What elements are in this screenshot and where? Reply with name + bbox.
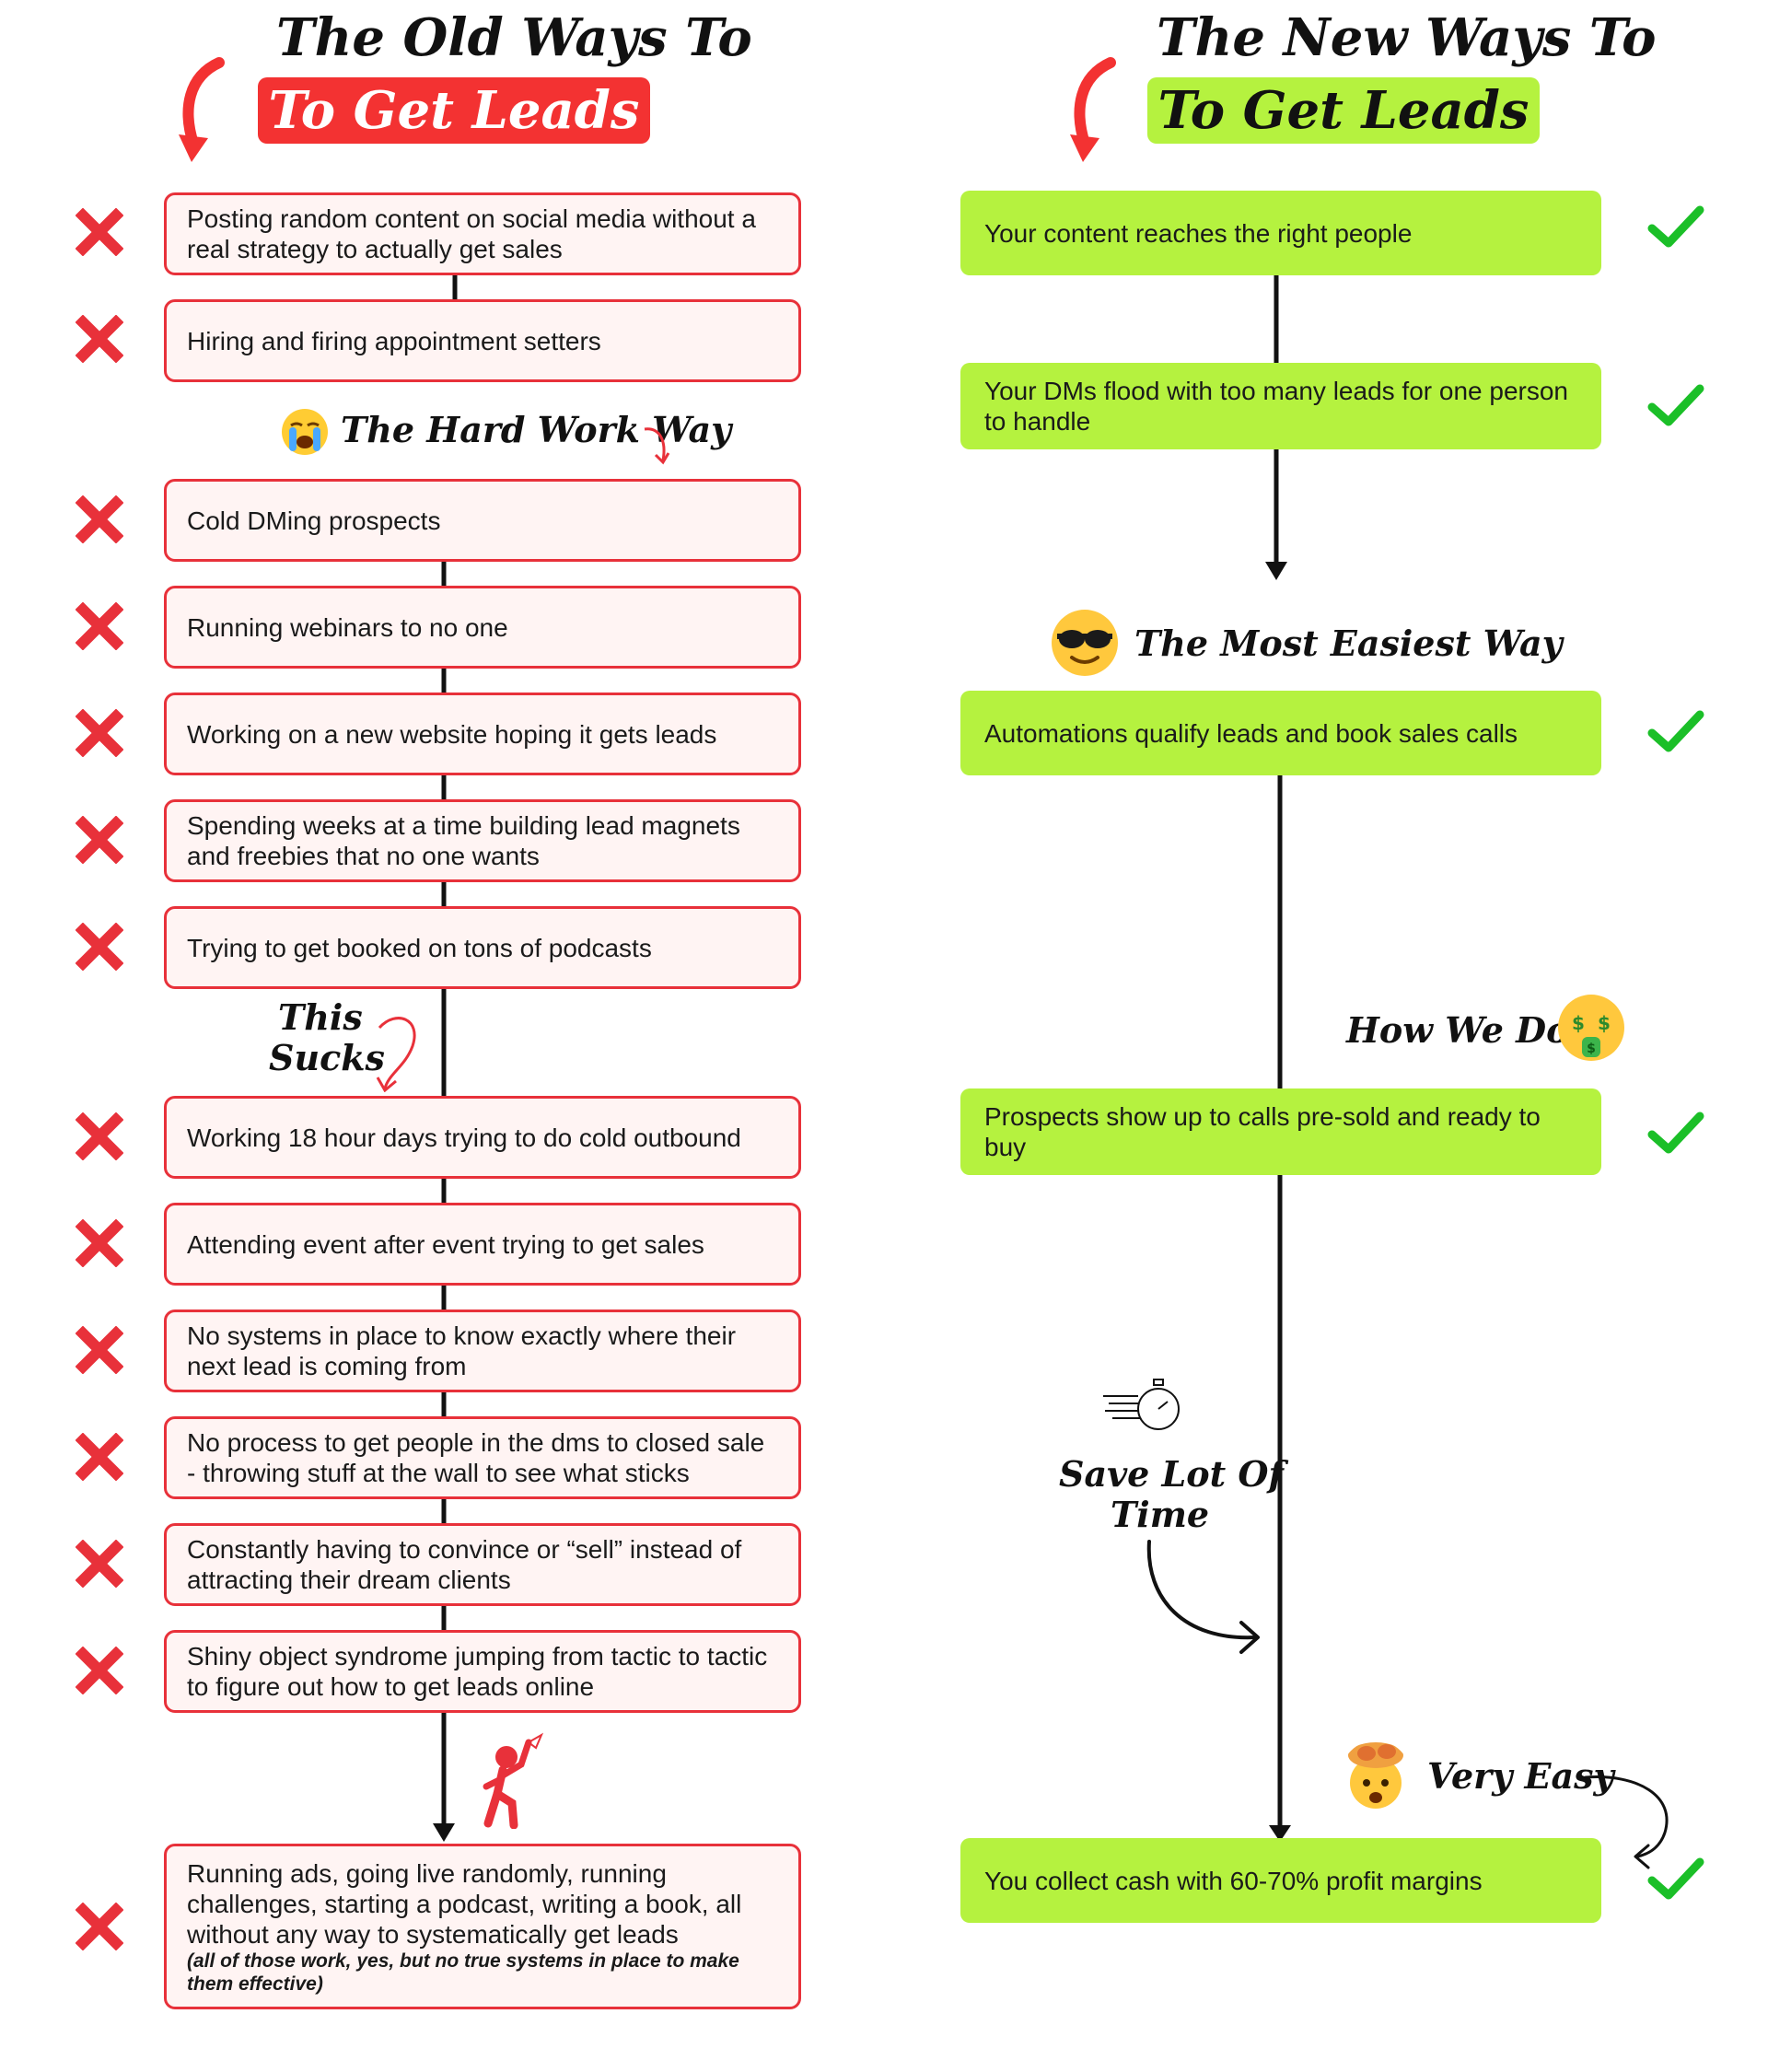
curved-arrow-icon xyxy=(1584,1775,1669,1869)
svg-text:$: $ xyxy=(1572,1012,1585,1034)
red-x-icon xyxy=(76,709,123,757)
old-item: Working 18 hour days trying to do cold o… xyxy=(164,1096,801,1179)
this-sucks-label-1: This xyxy=(278,996,363,1038)
red-x-icon xyxy=(76,1219,123,1267)
new-item: Your DMs flood with too many leads for o… xyxy=(960,363,1601,449)
green-check-icon xyxy=(1646,381,1705,429)
new-title-line2: To Get Leads xyxy=(1157,80,1530,141)
red-x-icon xyxy=(76,1647,123,1694)
old-title-pill: To Get Leads xyxy=(258,77,650,144)
red-x-icon xyxy=(76,495,123,543)
old-item-text: Running ads, going live randomly, runnin… xyxy=(187,1858,742,1949)
stopwatch-icon xyxy=(1103,1379,1180,1430)
red-x-icon xyxy=(76,208,123,256)
green-check-icon xyxy=(1646,1109,1705,1157)
old-item: Cold DMing prospects xyxy=(164,479,801,562)
most-easiest-way-label: The Most Easiest Way xyxy=(1134,623,1563,664)
new-item-text: Your DMs flood with too many leads for o… xyxy=(984,377,1568,436)
small-red-arrow-icon xyxy=(644,427,670,465)
money-mouth-face-emoji: $ $ $ xyxy=(1558,995,1624,1061)
green-check-icon xyxy=(1646,203,1705,250)
red-curved-arrow-icon xyxy=(1070,57,1116,162)
old-item: Hiring and firing appointment setters xyxy=(164,299,801,382)
old-item-text: Shiny object syndrome jumping from tacti… xyxy=(187,1642,768,1701)
old-item-note: (all of those work, yes, but no true sys… xyxy=(187,1950,739,1995)
old-item-text: Constantly having to convince or “sell” … xyxy=(187,1535,742,1594)
old-item: Working on a new website hoping it gets … xyxy=(164,693,801,775)
red-x-icon xyxy=(76,1326,123,1374)
old-item: Trying to get booked on tons of podcasts xyxy=(164,906,801,989)
old-item-text: Hiring and firing appointment setters xyxy=(187,326,601,355)
red-loop-arrow-icon xyxy=(376,1017,416,1092)
red-x-icon xyxy=(76,602,123,650)
old-item-text: Cold DMing prospects xyxy=(187,506,441,535)
old-item-text: Running webinars to no one xyxy=(187,612,508,642)
old-item-text: Attending event after event trying to ge… xyxy=(187,1229,704,1259)
old-item: Attending event after event trying to ge… xyxy=(164,1203,801,1286)
red-curved-arrow-icon xyxy=(179,57,225,162)
red-x-icon xyxy=(76,816,123,864)
old-item: No systems in place to know exactly wher… xyxy=(164,1310,801,1392)
crying-face-emoji xyxy=(282,409,328,455)
very-easy-label: Very Easy xyxy=(1427,1755,1614,1797)
old-item-text: Posting random content on social media w… xyxy=(187,204,756,263)
old-title-line1: The Old Ways To xyxy=(276,7,752,68)
green-check-icon xyxy=(1646,707,1705,755)
old-item: Running webinars to no one xyxy=(164,586,801,669)
old-title-line2: To Get Leads xyxy=(268,80,640,141)
hard-work-way-label: The Hard Work Way xyxy=(341,409,732,450)
red-x-icon xyxy=(76,1112,123,1160)
new-title-pill: To Get Leads xyxy=(1147,77,1540,144)
old-item: Running ads, going live randomly, runnin… xyxy=(164,1844,801,2009)
old-item: No process to get people in the dms to c… xyxy=(164,1416,801,1499)
old-item: Spending weeks at a time building lead m… xyxy=(164,799,801,882)
old-item-text: Trying to get booked on tons of podcasts xyxy=(187,933,652,962)
new-item: Prospects show up to calls pre-sold and … xyxy=(960,1088,1601,1175)
new-item: You collect cash with 60-70% profit marg… xyxy=(960,1838,1601,1923)
frustrated-person-icon xyxy=(483,1732,544,1829)
old-item-text: No systems in place to know exactly wher… xyxy=(187,1321,737,1380)
save-lot-of-time-label-2: Time xyxy=(1111,1494,1210,1535)
new-title-line1: The New Ways To xyxy=(1157,7,1657,68)
old-item: Posting random content on social media w… xyxy=(164,192,801,275)
old-item-text: No process to get people in the dms to c… xyxy=(187,1428,765,1487)
exploding-head-emoji xyxy=(1348,1742,1403,1809)
this-sucks-label-2: Sucks xyxy=(269,1037,385,1078)
old-item-text: Spending weeks at a time building lead m… xyxy=(187,811,740,870)
red-x-icon xyxy=(76,315,123,363)
svg-text:$: $ xyxy=(1587,1042,1596,1056)
old-item: Constantly having to convince or “sell” … xyxy=(164,1523,801,1606)
new-item: Your content reaches the right people xyxy=(960,191,1601,275)
new-item-text: Automations qualify leads and book sales… xyxy=(984,718,1518,748)
new-item: Automations qualify leads and book sales… xyxy=(960,691,1601,775)
red-x-icon xyxy=(76,923,123,971)
red-x-icon xyxy=(76,1540,123,1588)
old-item-text: Working on a new website hoping it gets … xyxy=(187,719,717,749)
new-item-text: Your content reaches the right people xyxy=(984,218,1413,248)
svg-text:$: $ xyxy=(1598,1012,1611,1034)
red-x-icon xyxy=(76,1903,123,1950)
save-lot-of-time-label-1: Save Lot Of xyxy=(1059,1453,1284,1495)
new-item-text: Prospects show up to calls pre-sold and … xyxy=(984,1102,1541,1161)
curved-arrow-icon xyxy=(1146,1540,1260,1654)
new-item-text: You collect cash with 60-70% profit marg… xyxy=(984,1866,1483,1895)
red-x-icon xyxy=(76,1433,123,1481)
old-item: Shiny object syndrome jumping from tacti… xyxy=(164,1630,801,1713)
sunglasses-face-emoji xyxy=(1052,610,1118,676)
old-item-text: Working 18 hour days trying to do cold o… xyxy=(187,1123,741,1152)
